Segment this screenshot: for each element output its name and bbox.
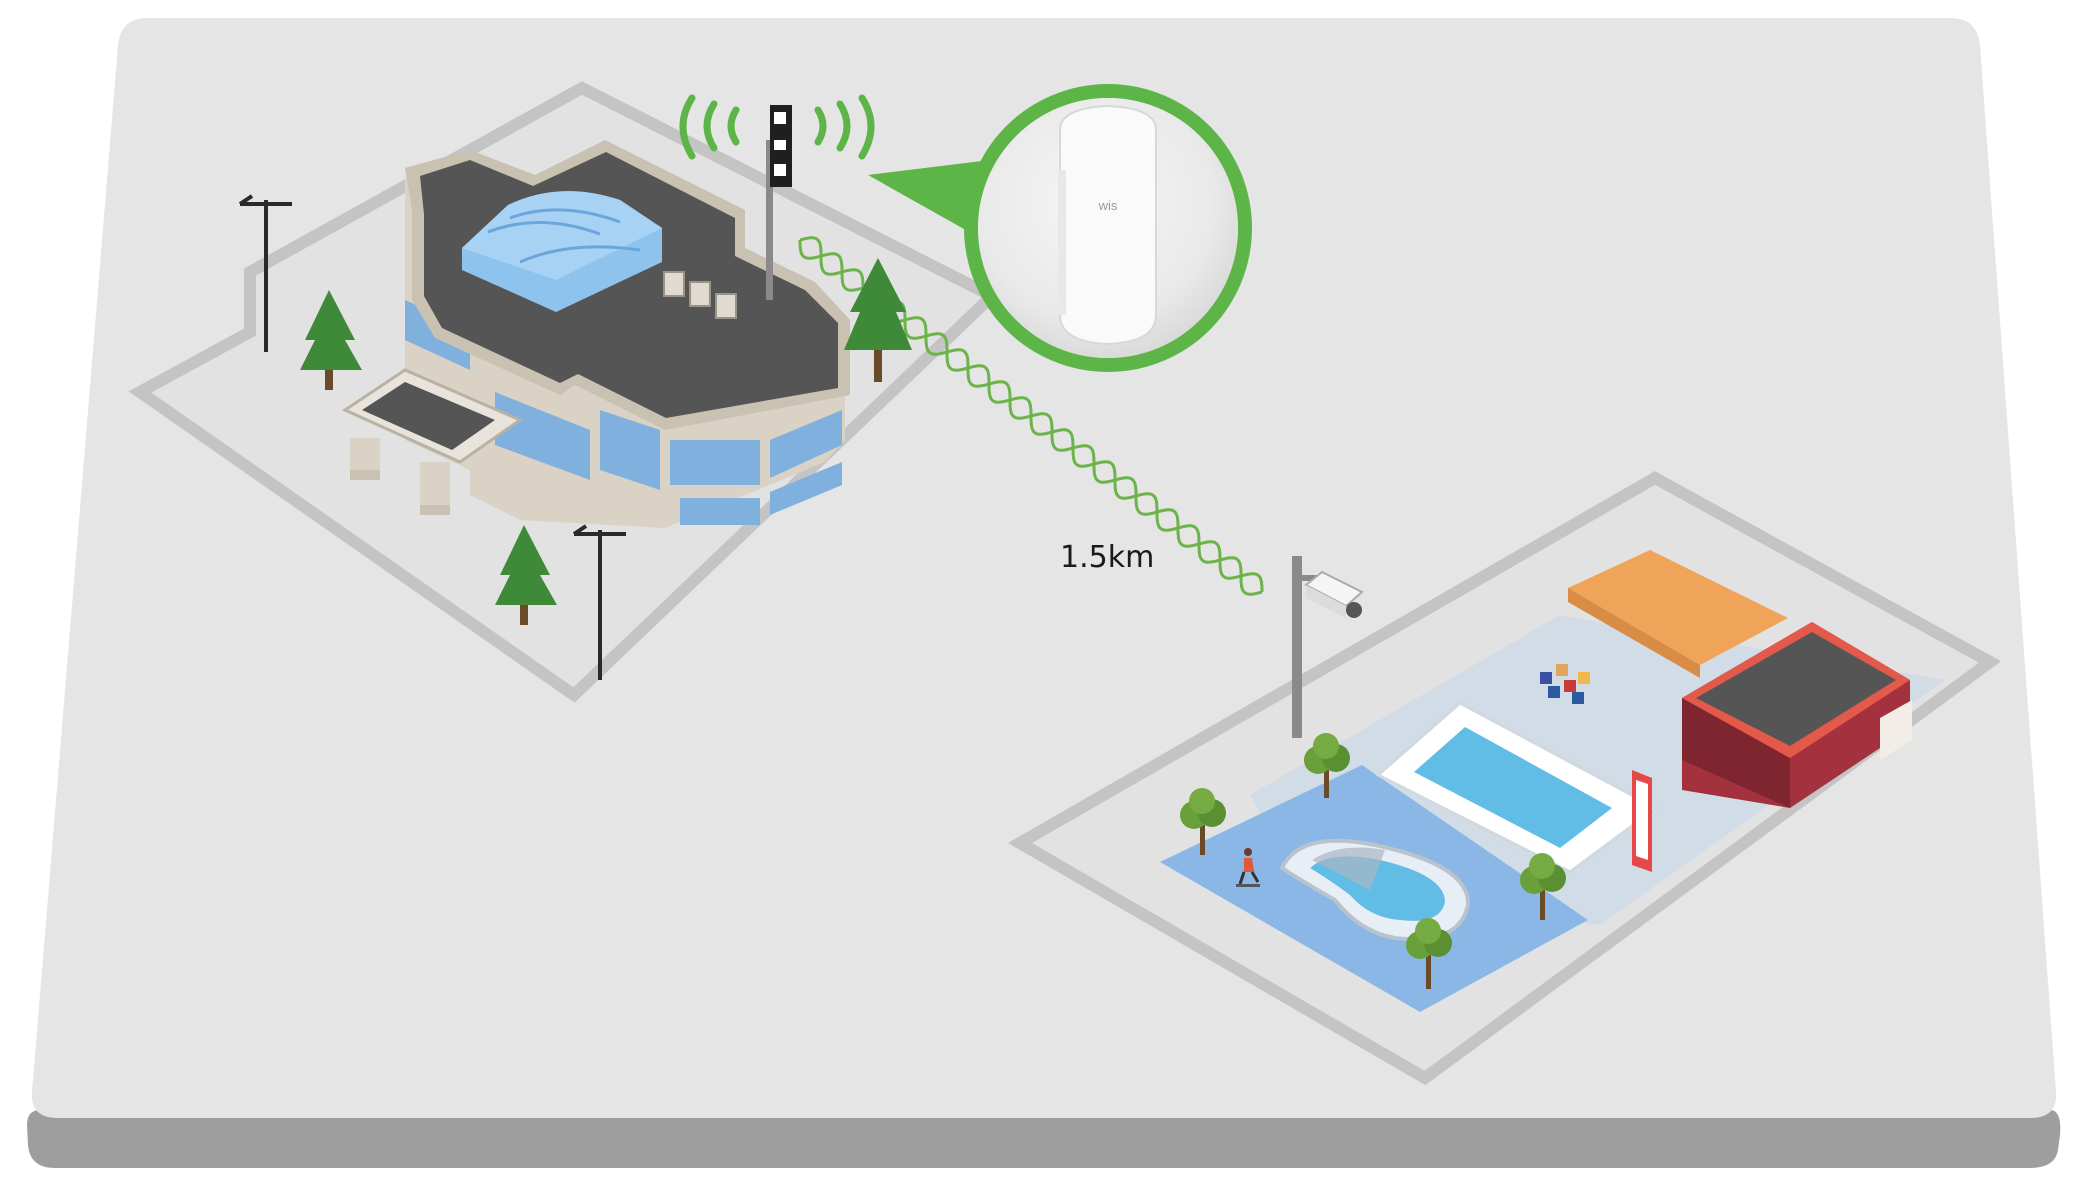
cpe-device-icon: wis (1058, 104, 1157, 346)
device-callout: wis (868, 84, 1252, 372)
distance-label: 1.5km (1060, 540, 1155, 575)
street-lamp (238, 194, 292, 352)
device-brand-text: wis (1098, 198, 1118, 213)
tree-icon (300, 290, 362, 390)
tree-icon (1304, 733, 1350, 798)
camera-icon (1304, 570, 1364, 618)
kidney-pool (1279, 838, 1471, 941)
skater-figure (1236, 848, 1260, 887)
platform-shadow (27, 1110, 2061, 1168)
billboard-sign (1632, 770, 1652, 872)
cctv-camera-pole (1292, 556, 1364, 738)
tree-icon (1520, 853, 1566, 920)
tree-icon (1180, 788, 1226, 855)
transmit-tower (766, 105, 792, 300)
tree-icon (844, 258, 912, 382)
orange-building (1568, 550, 1788, 678)
tree-icon (495, 525, 557, 625)
red-building (1682, 622, 1912, 808)
signal-waves-icon (679, 94, 875, 160)
play-blocks-icon (1540, 664, 1590, 704)
street-lamp (572, 524, 626, 680)
tree-icon (1406, 918, 1452, 989)
swimming-pool (1375, 701, 1659, 874)
office-building (341, 140, 850, 528)
